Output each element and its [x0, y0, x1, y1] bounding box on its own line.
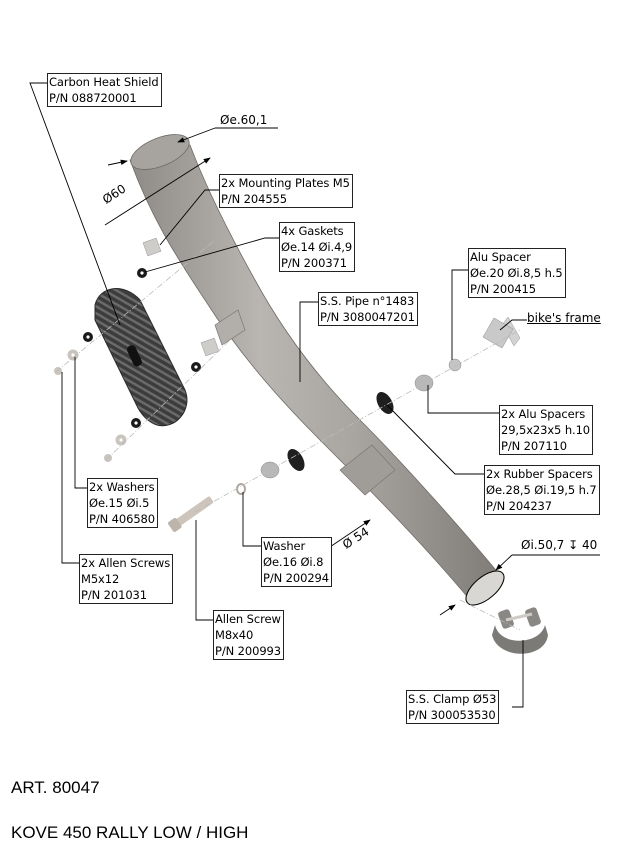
part-spec: Øe.16 Øi.8 — [263, 555, 324, 569]
part-number: P/N 406580 — [89, 512, 155, 526]
part-name: S.S. Clamp Ø53 — [408, 692, 497, 706]
callout-gaskets: 4x Gaskets Øe.14 Øi.4,9 P/N 200371 — [279, 222, 356, 272]
part-number: P/N 201031 — [81, 588, 147, 602]
part-spec: Øe.14 Øi.4,9 — [281, 240, 353, 254]
part-number: P/N 200294 — [263, 571, 329, 585]
dim-end-inner: Øi.50,7 ↧ 40 — [521, 538, 598, 552]
model-name: KOVE 450 RALLY LOW / HIGH — [11, 823, 249, 842]
part-number: P/N 207110 — [501, 439, 567, 453]
part-name: S.S. Pipe n°1483 — [320, 294, 415, 308]
callout-ss-clamp: S.S. Clamp Ø53 P/N 300053530 — [406, 690, 500, 724]
part-spec: Øe.20 Øi.8,5 h.5 — [470, 266, 563, 280]
part-number: P/N 200993 — [215, 644, 281, 658]
part-name: 2x Washers — [89, 480, 155, 494]
part-name: 2x Rubber Spacers — [486, 467, 593, 481]
part-spec: M8x40 — [215, 628, 254, 642]
callout-alu-spacer: Alu Spacer Øe.20 Øi.8,5 h.5 P/N 200415 — [468, 248, 566, 298]
callout-ss-pipe: S.S. Pipe n°1483 P/N 3080047201 — [318, 292, 418, 326]
ss-pipe — [129, 134, 505, 606]
part-number: P/N 088720001 — [49, 91, 137, 105]
assembly-axes — [55, 239, 521, 631]
leader-lines — [29, 82, 527, 708]
part-name: 4x Gaskets — [281, 224, 344, 238]
callout-mounting-plates: 2x Mounting Plates M5 P/N 204555 — [219, 174, 353, 208]
part-number: P/N 200415 — [470, 282, 536, 296]
dim-outlet-outer: Øe.60,1 — [220, 113, 268, 127]
callout-allen-screw: Allen Screw M8x40 P/N 200993 — [213, 610, 284, 660]
part-number: P/N 3080047201 — [320, 310, 415, 324]
note-bikes-frame: bike's frame — [527, 311, 601, 325]
part-number: P/N 200371 — [281, 256, 347, 270]
callout-carbon-heat-shield: Carbon Heat Shield P/N 088720001 — [47, 73, 162, 107]
article-number: ART. 80047 — [11, 778, 100, 797]
part-name: 2x Alu Spacers — [501, 407, 586, 421]
part-spec: Øe.15 Øi.5 — [89, 496, 150, 510]
part-spec: M5x12 — [81, 572, 120, 586]
part-name: Carbon Heat Shield — [49, 75, 159, 89]
callout-alu-spacers-2x: 2x Alu Spacers 29,5x23x5 h.10 P/N 207110 — [499, 405, 593, 455]
carbon-heat-shield — [94, 288, 188, 427]
part-name: 2x Mounting Plates M5 — [221, 176, 350, 190]
part-name: Alu Spacer — [470, 250, 531, 264]
callout-rubber-spacers: 2x Rubber Spacers Øe.28,5 Øi.19,5 h.7 P/… — [484, 465, 600, 515]
part-number: P/N 204237 — [486, 499, 552, 513]
callout-allen-screws-2x: 2x Allen Screws M5x12 P/N 201031 — [79, 554, 174, 604]
part-name: Washer — [263, 539, 306, 553]
callout-washer: Washer Øe.16 Øi.8 P/N 200294 — [261, 537, 332, 587]
part-name: 2x Allen Screws — [81, 556, 171, 570]
part-number: P/N 204555 — [221, 192, 287, 206]
callout-washers-2x: 2x Washers Øe.15 Øi.5 P/N 406580 — [87, 478, 158, 528]
part-number: P/N 300053530 — [408, 708, 496, 722]
part-name: Allen Screw — [215, 612, 281, 626]
part-spec: 29,5x23x5 h.10 — [501, 423, 590, 437]
part-spec: Øe.28,5 Øi.19,5 h.7 — [486, 483, 597, 497]
